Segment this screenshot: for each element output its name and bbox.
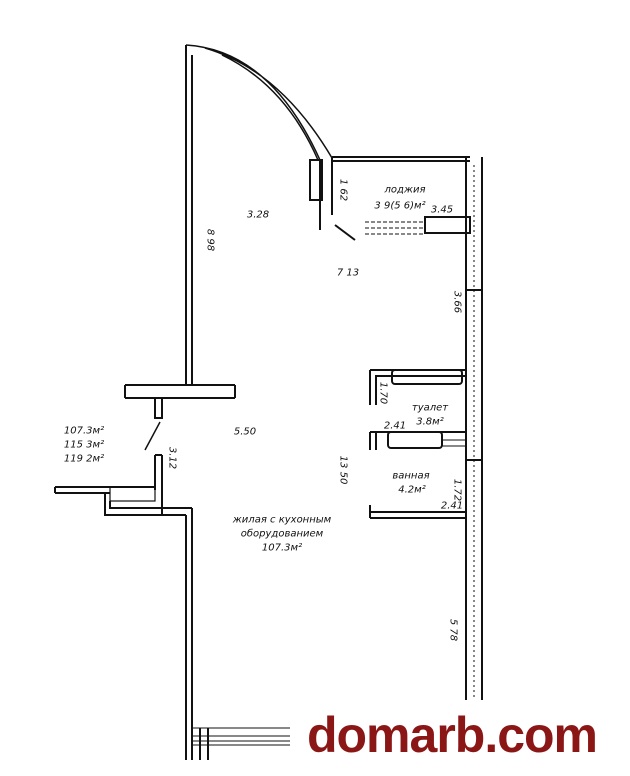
- dimension-right-upper: 3.66: [451, 290, 463, 314]
- total-area-1: 107.3м²: [63, 425, 105, 437]
- dimension-bath-width: 2.41: [440, 500, 464, 512]
- dimension-toilet-width: 2.41: [383, 420, 407, 432]
- loggia-area: 3 9(5 6)м²: [374, 200, 426, 212]
- dimension-entrance-wall: 3.12: [166, 446, 178, 470]
- dimension-loggia-width: 3.45: [430, 204, 454, 216]
- living-room-area: 107.3м²: [261, 542, 303, 554]
- dimension-bay-width: 3.28: [246, 209, 270, 221]
- dimension-room-width-mid: 5.50: [233, 426, 257, 438]
- living-room-label-1: жилая с кухонным: [232, 514, 332, 526]
- dimension-loggia-depth: 1 62: [337, 178, 349, 202]
- watermark: domarb.com: [306, 707, 598, 763]
- loggia-label: лоджия: [384, 184, 426, 196]
- toilet-label: туалет: [411, 402, 449, 414]
- dimension-bath-depth: 1.72: [451, 478, 463, 502]
- total-area-2: 115 3м²: [63, 439, 105, 451]
- living-room-label-2: оборудованием: [240, 528, 324, 540]
- bath-label: ванная: [392, 470, 430, 482]
- dimension-left-wall: 8 98: [204, 228, 216, 252]
- dimension-room-length: 13 50: [337, 455, 349, 485]
- total-area-3: 119 2м²: [63, 453, 105, 465]
- bath-area: 4.2м²: [398, 484, 426, 496]
- toilet-area: 3.8м²: [416, 416, 444, 428]
- dimension-right-lower: 5 78: [447, 618, 459, 642]
- dimension-room-width-upper: 7 13: [336, 267, 360, 279]
- dimension-toilet-depth: 1.70: [377, 381, 389, 405]
